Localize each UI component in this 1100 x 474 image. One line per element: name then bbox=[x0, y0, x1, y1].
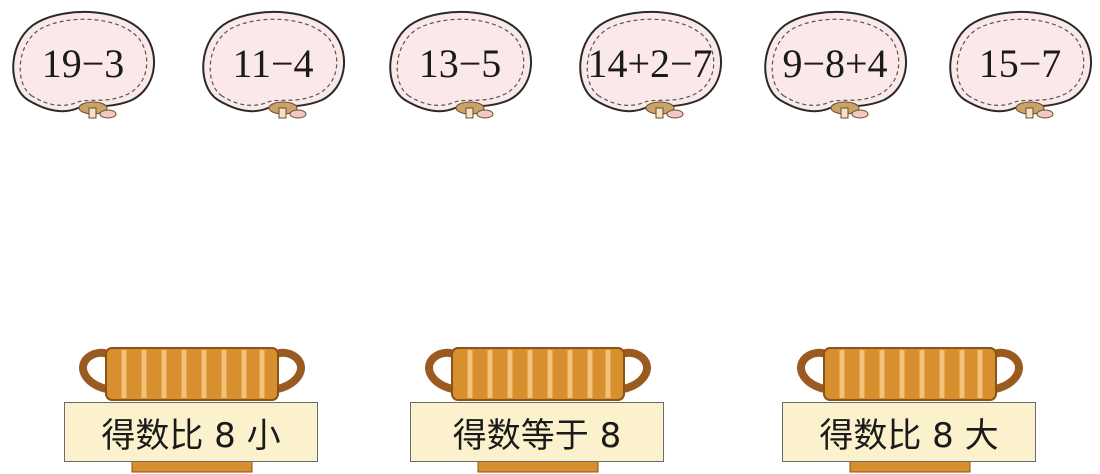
expression-text: 15−7 bbox=[978, 41, 1062, 86]
basket-label: 得数等于 8 bbox=[410, 402, 664, 462]
mushroom-cloud-icon bbox=[12, 10, 156, 119]
expression-card-5[interactable]: 9−8+4 bbox=[760, 8, 910, 126]
basket-label: 得数比 8 小 bbox=[64, 402, 318, 462]
basket-equal-to-8[interactable]: 得数等于 8 bbox=[410, 342, 664, 474]
mushroom-cloud-icon bbox=[579, 10, 723, 119]
expression-card-2[interactable]: 11−4 bbox=[198, 8, 348, 126]
expression-card-4[interactable]: 14+2−7 bbox=[575, 8, 725, 126]
expression-text: 14+2−7 bbox=[587, 41, 713, 86]
mushroom-cloud-icon bbox=[202, 10, 346, 119]
mushroom-cloud-icon bbox=[949, 10, 1093, 119]
mushroom-cloud-icon bbox=[764, 10, 908, 119]
expression-text: 11−4 bbox=[232, 41, 314, 86]
expression-text: 19−3 bbox=[41, 41, 125, 86]
basket-less-than-8[interactable]: 得数比 8 小 bbox=[64, 342, 318, 474]
expression-card-3[interactable]: 13−5 bbox=[385, 8, 535, 126]
mushroom-cloud-icon bbox=[389, 10, 533, 119]
basket-label: 得数比 8 大 bbox=[782, 402, 1036, 462]
basket-greater-than-8[interactable]: 得数比 8 大 bbox=[782, 342, 1036, 474]
expression-text: 9−8+4 bbox=[782, 41, 888, 86]
expression-text: 13−5 bbox=[418, 41, 502, 86]
expression-card-1[interactable]: 19−3 bbox=[8, 8, 158, 126]
expression-card-6[interactable]: 15−7 bbox=[945, 8, 1095, 126]
